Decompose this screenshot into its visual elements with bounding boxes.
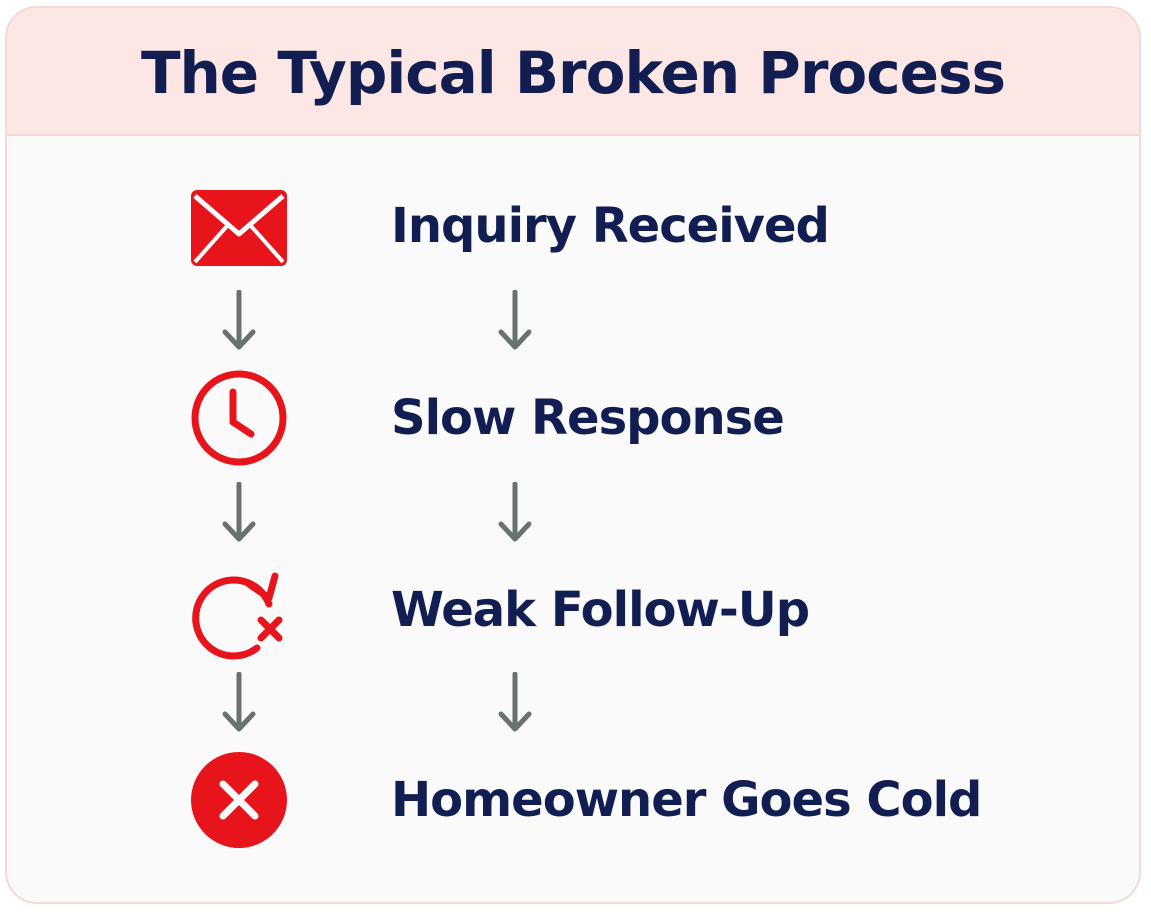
clock-icon bbox=[187, 366, 291, 470]
step-label-homeowner-goes-cold: Homeowner Goes Cold bbox=[391, 772, 982, 828]
card-header: The Typical Broken Process bbox=[7, 8, 1139, 136]
envelope-icon bbox=[187, 178, 291, 282]
down-arrow-icon bbox=[219, 290, 259, 354]
down-arrow-icon bbox=[219, 672, 259, 736]
step-label-slow-response: Slow Response bbox=[391, 390, 785, 446]
failed-refresh-icon bbox=[187, 564, 291, 668]
step-label-weak-follow-up: Weak Follow-Up bbox=[391, 582, 810, 638]
down-arrow-icon bbox=[495, 672, 535, 736]
process-card: The Typical Broken Process Inquiry Recei… bbox=[5, 6, 1141, 904]
down-arrow-icon bbox=[219, 482, 259, 546]
page-title: The Typical Broken Process bbox=[140, 39, 1006, 107]
x-circle-icon bbox=[187, 748, 291, 852]
step-label-inquiry-received: Inquiry Received bbox=[391, 198, 830, 254]
down-arrow-icon bbox=[495, 482, 535, 546]
down-arrow-icon bbox=[495, 290, 535, 354]
